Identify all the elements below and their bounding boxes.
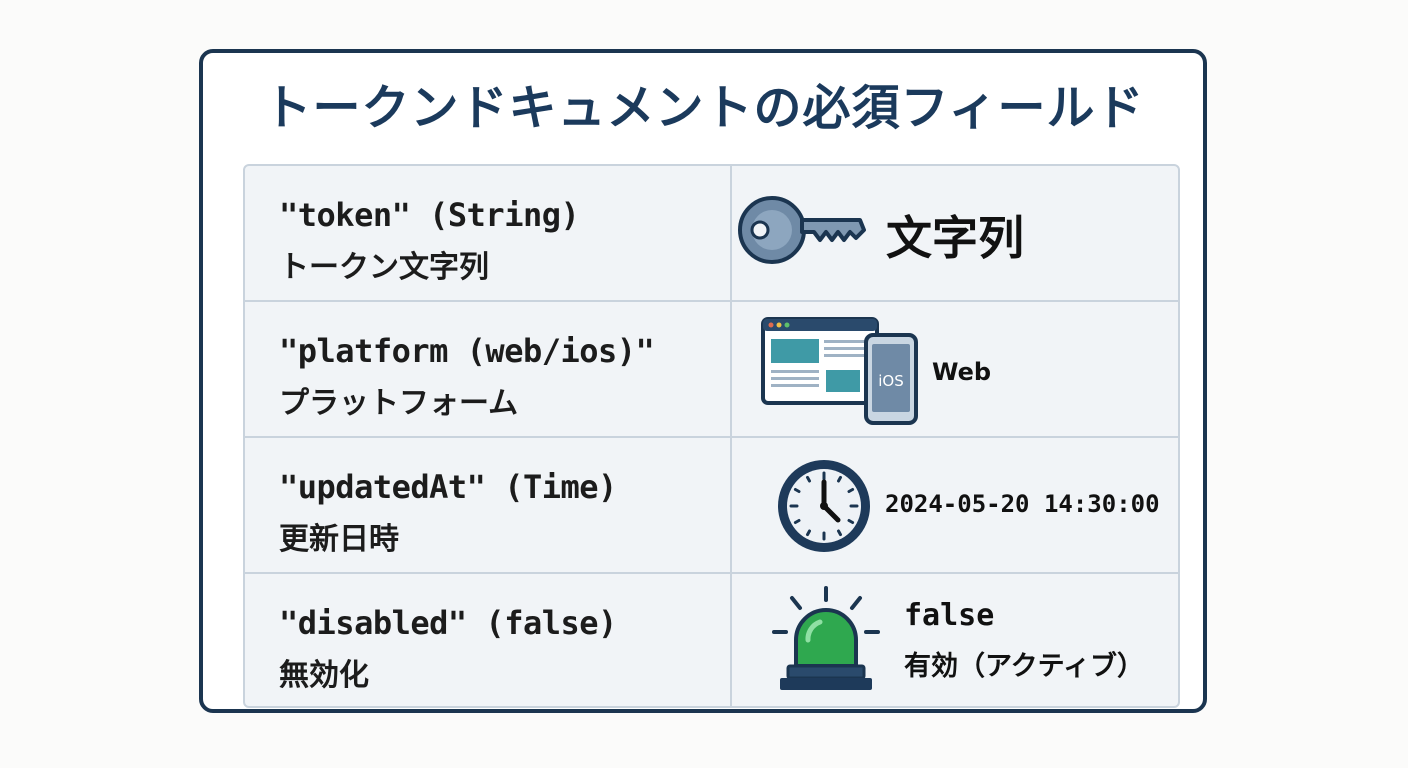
field-cell: "disabled" (false) 無効化 (245, 574, 732, 706)
green-siren-icon (772, 586, 880, 690)
field-description: プラットフォーム (279, 386, 519, 421)
key-icon (738, 196, 866, 264)
value-cell: iOS Web (732, 302, 1178, 436)
value-cell: 文字列 (732, 166, 1178, 300)
table-row-token: "token" (String) トークン文字列 文字列 (245, 166, 1178, 302)
field-key: "disabled" (false) (279, 604, 617, 642)
field-key: "token" (String) (279, 196, 580, 234)
field-description: 更新日時 (279, 522, 399, 557)
ios-label: iOS (878, 372, 904, 390)
table-row-platform: "platform (web/ios)" プラットフォーム (245, 302, 1178, 438)
field-key: "platform (web/ios)" (279, 332, 655, 370)
web-and-mobile-icon: iOS (761, 317, 918, 425)
field-cell: "platform (web/ios)" プラットフォーム (245, 302, 732, 436)
field-key: "updatedAt" (Time) (279, 468, 617, 506)
value-label: 文字列 (886, 211, 1024, 265)
value-sublabel: 有効（アクティブ） (904, 651, 1145, 682)
value-cell: false 有効（アクティブ） (732, 574, 1178, 706)
value-label: false (904, 598, 995, 633)
field-cell: "updatedAt" (Time) 更新日時 (245, 438, 732, 572)
value-label: 2024-05-20 14:30:00 (885, 490, 1160, 518)
field-description: トークン文字列 (279, 250, 489, 285)
fields-table: "token" (String) トークン文字列 文字列 "platform (… (243, 164, 1180, 708)
field-cell: "token" (String) トークン文字列 (245, 166, 732, 300)
value-cell: 2024-05-20 14:30:00 (732, 438, 1178, 572)
table-row-updatedat: "updatedAt" (Time) 更新日時 (245, 438, 1178, 574)
clock-icon (778, 460, 870, 552)
table-row-disabled: "disabled" (false) 無効化 false 有効（アクティブ） (245, 574, 1178, 706)
page-title: トークンドキュメントの必須フィールド (263, 80, 1145, 136)
field-description: 無効化 (279, 658, 369, 693)
value-label: Web (932, 358, 992, 386)
